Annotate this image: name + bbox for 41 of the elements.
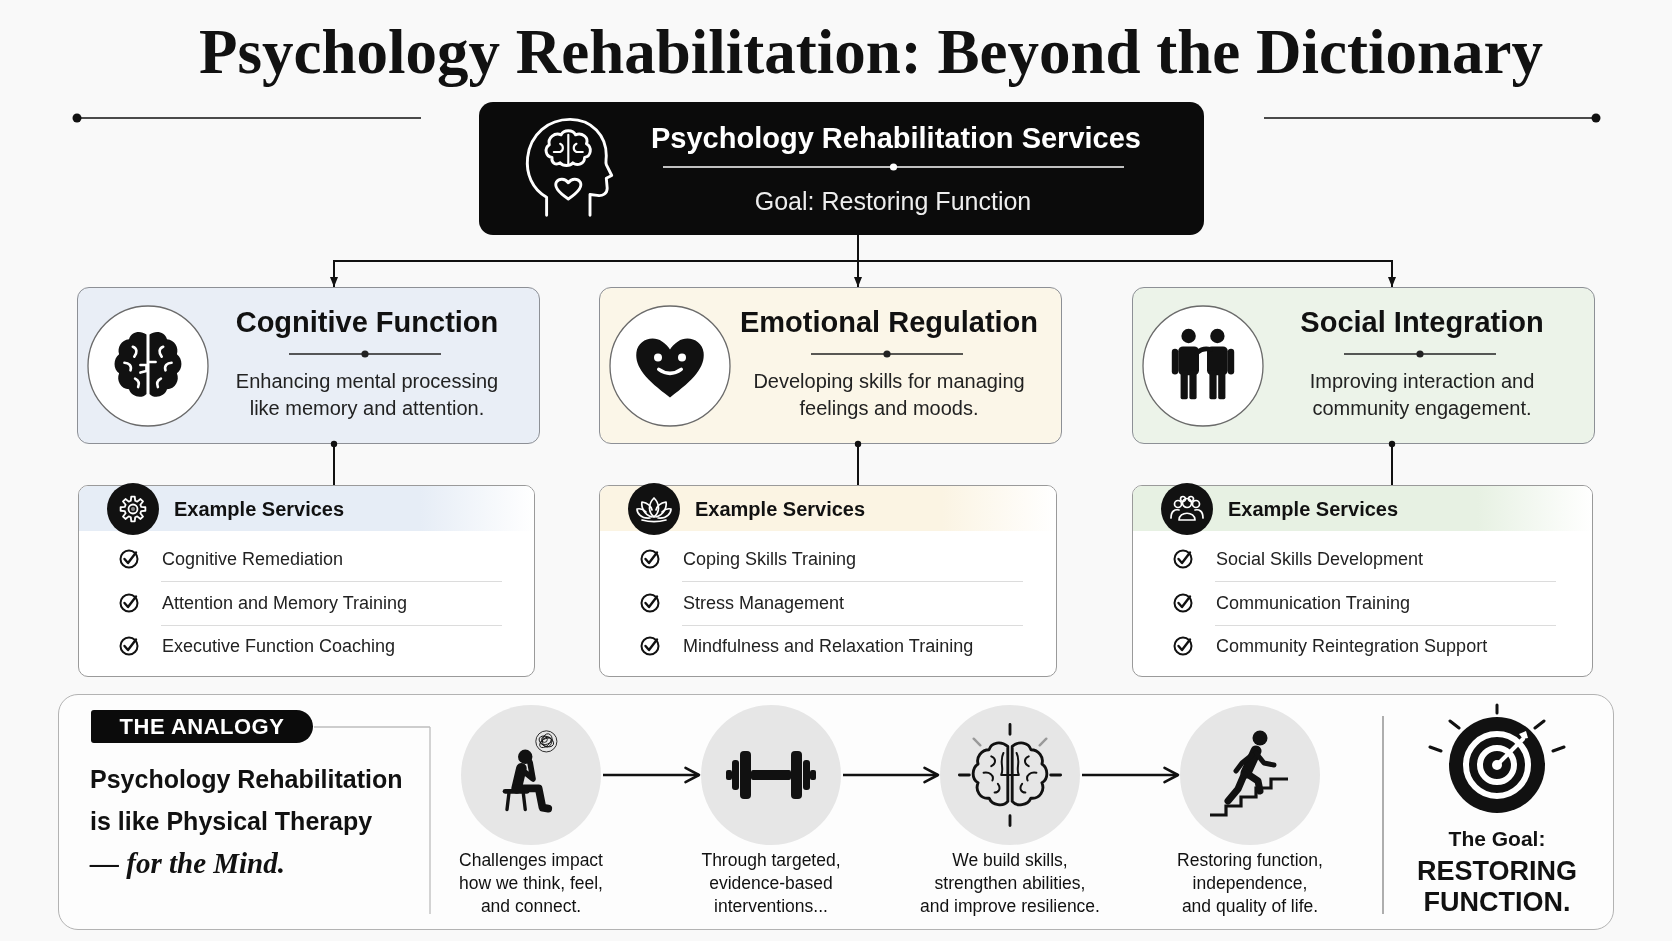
list-item: Mindfulness and Relaxation Training [683,635,974,657]
analogy-statement: Psychology Rehabilitation is like Physical Therapy — for the Mind. [90,764,404,881]
card-title: Cognitive Function [235,305,499,340]
arrow [603,766,701,784]
arrow [843,766,940,784]
card-title: Social Integration [1300,305,1544,340]
tag-text: THE ANALOGY [119,714,285,740]
card-title: Emotional Regulation [739,305,1039,340]
card-description: Developing skills for managing feelings and moods. [752,369,1026,421]
goal-statement: RESTORING FUNCTION. [1416,856,1578,918]
list-item: Executive Function Coaching [162,635,396,657]
list-heading: Example Services [1228,497,1399,522]
list-item: Communication Training [1216,591,1411,614]
analogy-panel [58,694,1614,930]
step-caption: Challenges impact how we think, feel, and connect. [458,849,604,918]
arrow [1082,766,1180,784]
category-card [1132,287,1595,444]
box-subtitle: Goal: Restoring Function [754,186,1032,216]
category-card [599,287,1062,444]
title: Psychology Rehabilitation: Beyond the Dictionary [199,16,1543,88]
category-card [77,287,540,444]
card-description: Enhancing mental processing like memory and attention. [234,369,500,421]
list-item: Social Skills Development [1216,548,1424,570]
section-tag [91,710,313,743]
list-item: Attention and Memory Training [162,591,408,614]
list-heading: Example Services [695,497,866,522]
list-item: Community Reintegration Support [1216,635,1488,657]
list-item: Cognitive Remediation [162,548,344,570]
services-card [599,485,1057,677]
header-box [479,102,1204,235]
goal-label: The Goal: [1448,826,1546,852]
list-heading: Example Services [174,497,345,522]
step-caption: Through targeted, evidence-based interventions... [700,849,842,918]
card-description: Improving interaction and community engagement. [1308,369,1536,421]
services-card [1132,485,1593,677]
step-caption: We build skills, strengthen abilities, and improve resilience. [919,849,1101,918]
services-card [78,485,535,677]
step-caption: Restoring function, independence, and quality of life. [1176,849,1324,918]
list-item: Stress Management [683,591,845,614]
box-title: Psychology Rehabilitation Services [651,121,1141,156]
list-item: Coping Skills Training [683,548,857,570]
